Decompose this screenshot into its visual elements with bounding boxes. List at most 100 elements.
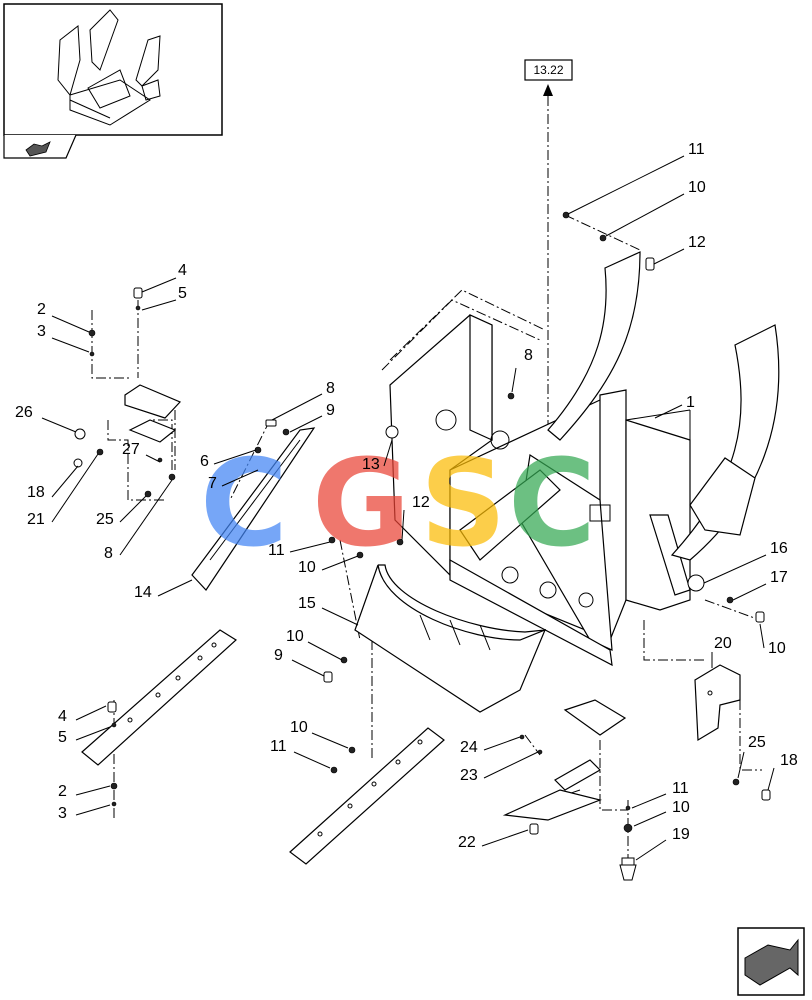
- callout-3b[interactable]: 3: [58, 804, 111, 822]
- callout-number: 27: [122, 441, 140, 458]
- callout-18a[interactable]: 18: [27, 465, 79, 501]
- watermark: C G S C: [200, 435, 596, 574]
- callout-24[interactable]: 24: [460, 736, 521, 756]
- callout-17[interactable]: 17: [732, 569, 788, 601]
- callout-leader-line: [633, 811, 667, 827]
- callout-2a[interactable]: 2: [37, 301, 90, 333]
- callout-number: 10: [286, 628, 304, 645]
- callout-number: 16: [770, 540, 788, 557]
- callout-number: 10: [672, 799, 690, 816]
- callout-leader-line: [75, 705, 107, 721]
- callout-11b[interactable]: 11: [268, 541, 331, 559]
- callout-number: 8: [104, 545, 113, 562]
- deflector[interactable]: [354, 564, 547, 713]
- callout-leader-line: [291, 659, 325, 677]
- callout-12a[interactable]: 12: [653, 234, 706, 265]
- callout-8c[interactable]: 8: [511, 347, 533, 393]
- callout-23[interactable]: 23: [460, 751, 539, 784]
- callout-10b[interactable]: 10: [298, 555, 359, 576]
- callout-3a[interactable]: 3: [37, 323, 90, 353]
- callout-11a[interactable]: 11: [567, 141, 705, 215]
- callout-number: 6: [200, 453, 209, 470]
- callout-leader-line: [481, 829, 529, 847]
- callout-8b[interactable]: 8: [104, 479, 173, 562]
- callout-10e[interactable]: 10: [290, 719, 349, 749]
- callout-18b[interactable]: 18: [767, 752, 798, 791]
- callout-leader-line: [703, 554, 767, 584]
- callout-12b[interactable]: 12: [401, 494, 430, 541]
- watermark-letter-g: G: [312, 435, 411, 574]
- callout-number: 11: [268, 542, 285, 559]
- callout-number: 10: [298, 559, 316, 576]
- callout-2b[interactable]: 2: [58, 783, 111, 800]
- callout-4a[interactable]: 4: [141, 262, 187, 293]
- callout-number: 17: [770, 569, 788, 586]
- callout-number: 21: [27, 511, 45, 528]
- callout-1[interactable]: 1: [654, 394, 695, 419]
- callout-9b[interactable]: 9: [274, 647, 325, 677]
- callout-8a[interactable]: 8: [271, 380, 335, 421]
- next-page-button[interactable]: [737, 927, 805, 996]
- main-frame[interactable]: [389, 314, 691, 667]
- callout-number: 4: [178, 262, 187, 279]
- callout-leader-line: [289, 541, 331, 553]
- reference-box[interactable]: 13.22: [524, 59, 573, 81]
- callout-leader-line: [271, 393, 323, 421]
- lower-bracket[interactable]: [502, 699, 627, 821]
- callout-11c[interactable]: 11: [270, 738, 331, 769]
- callout-leader-line: [51, 315, 90, 333]
- callout-22[interactable]: 22: [458, 829, 529, 851]
- left-plate[interactable]: [191, 427, 316, 591]
- callout-leader-line: [605, 193, 685, 237]
- callout-number: 26: [15, 404, 33, 421]
- thumbnail-overview[interactable]: [3, 3, 223, 136]
- callout-number: 19: [672, 826, 690, 843]
- callout-number: 23: [460, 767, 478, 784]
- callout-11d[interactable]: 11: [631, 780, 689, 809]
- callout-16[interactable]: 16: [703, 540, 788, 584]
- callout-5a[interactable]: 5: [141, 285, 187, 311]
- callout-15[interactable]: 15: [298, 595, 359, 626]
- callout-leader-line: [75, 804, 111, 816]
- callout-13[interactable]: 13: [362, 439, 393, 473]
- callout-leader-line: [759, 623, 765, 649]
- callout-27[interactable]: 27: [122, 441, 161, 463]
- wear-strip-upper[interactable]: [81, 629, 237, 766]
- callout-leader-line: [483, 736, 521, 751]
- callout-leader-line: [145, 454, 161, 463]
- small-bracket[interactable]: [124, 384, 182, 443]
- callout-25a[interactable]: 25: [96, 495, 147, 528]
- bracket-plate[interactable]: [694, 664, 741, 742]
- view-arrow-icon: [25, 141, 51, 157]
- wear-strip-lower[interactable]: [289, 727, 445, 865]
- thumbnail-tab[interactable]: [3, 134, 77, 159]
- callout-number: 13: [362, 456, 380, 473]
- callout-25b[interactable]: 25: [737, 734, 766, 779]
- callout-20[interactable]: 20: [711, 635, 732, 668]
- callout-6[interactable]: 6: [200, 449, 257, 470]
- callout-19[interactable]: 19: [635, 826, 690, 861]
- callout-4b[interactable]: 4: [58, 705, 107, 725]
- callout-26[interactable]: 26: [15, 404, 77, 433]
- callout-number: 11: [270, 738, 287, 755]
- curved-guides[interactable]: [547, 251, 780, 561]
- callout-number: 2: [37, 301, 46, 318]
- callout-10d[interactable]: 10: [286, 628, 343, 661]
- callout-14[interactable]: 14: [134, 579, 193, 601]
- callout-number: 11: [688, 141, 705, 158]
- callout-21[interactable]: 21: [27, 453, 99, 528]
- callout-number: 25: [748, 734, 766, 751]
- callout-10a[interactable]: 10: [605, 179, 706, 237]
- callout-leader-line: [293, 751, 331, 769]
- callout-5b[interactable]: 5: [58, 726, 111, 746]
- callout-number: 12: [688, 234, 706, 251]
- assembly-lines: [91, 214, 762, 860]
- callout-7[interactable]: 7: [208, 469, 259, 492]
- callout-10f[interactable]: 10: [633, 799, 690, 827]
- callout-number: 10: [290, 719, 308, 736]
- callout-9a[interactable]: 9: [289, 402, 335, 433]
- callout-10c[interactable]: 10: [759, 623, 786, 657]
- callout-number: 3: [58, 805, 67, 822]
